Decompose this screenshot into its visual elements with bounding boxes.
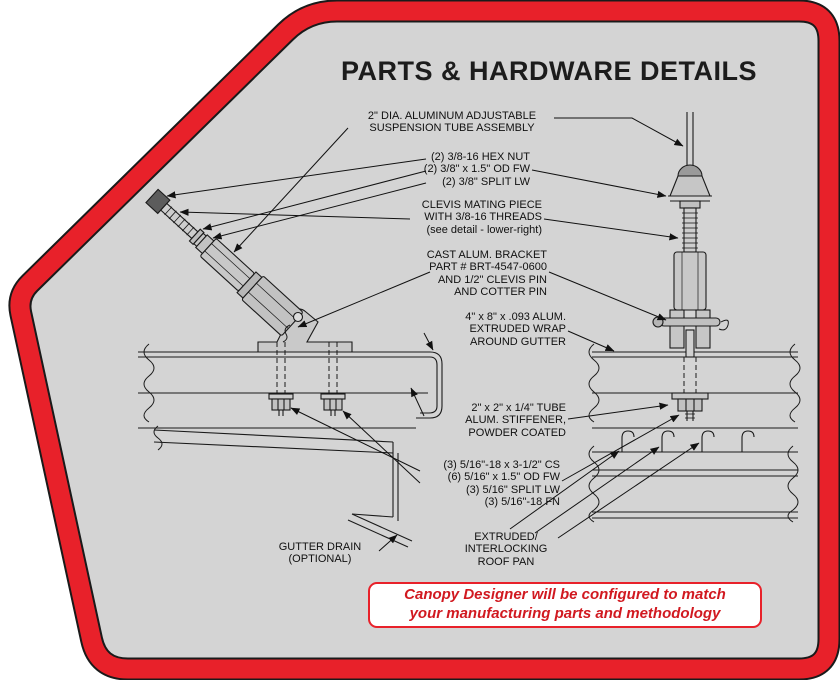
- callout-tube-stiffener: 2" x 2" x 1/4" TUBE ALUM. STIFFENER, POW…: [465, 402, 566, 439]
- leader-lines: [166, 117, 700, 552]
- page-title: PARTS & HARDWARE DETAILS: [341, 56, 757, 86]
- callout-suspension-tube: 2" DIA. ALUMINUM ADJUSTABLE SUSPENSION T…: [367, 110, 537, 135]
- frame-border: [8, 0, 840, 680]
- callout-roof-pan: EXTRUDED/ INTERLOCKING ROOF PAN: [464, 531, 548, 568]
- right-assembly-drawing: [588, 112, 801, 523]
- callout-gutter-wrap: 4" x 8" x .093 ALUM. EXTRUDED WRAP AROUN…: [465, 311, 566, 348]
- left-assembly-drawing: [138, 188, 443, 548]
- note-text: Canopy Designer will be configured to ma…: [404, 586, 726, 622]
- note-box: Canopy Designer will be configured to ma…: [368, 582, 762, 628]
- callout-gutter-drain: GUTTER DRAIN (OPTIONAL): [278, 541, 362, 566]
- callout-fasteners: (3) 5/16"-18 x 3-1/2" CS (6) 5/16" x 1.5…: [443, 459, 560, 508]
- callout-cast-bracket: CAST ALUM. BRACKET PART # BRT-4547-0600 …: [426, 249, 547, 298]
- callout-clevis-mating-piece: CLEVIS MATING PIECE WITH 3/8-16 THREADS …: [421, 199, 542, 236]
- callout-hex-nut-washers: (2) 3/8-16 HEX NUT (2) 3/8" x 1.5" OD FW…: [423, 151, 530, 188]
